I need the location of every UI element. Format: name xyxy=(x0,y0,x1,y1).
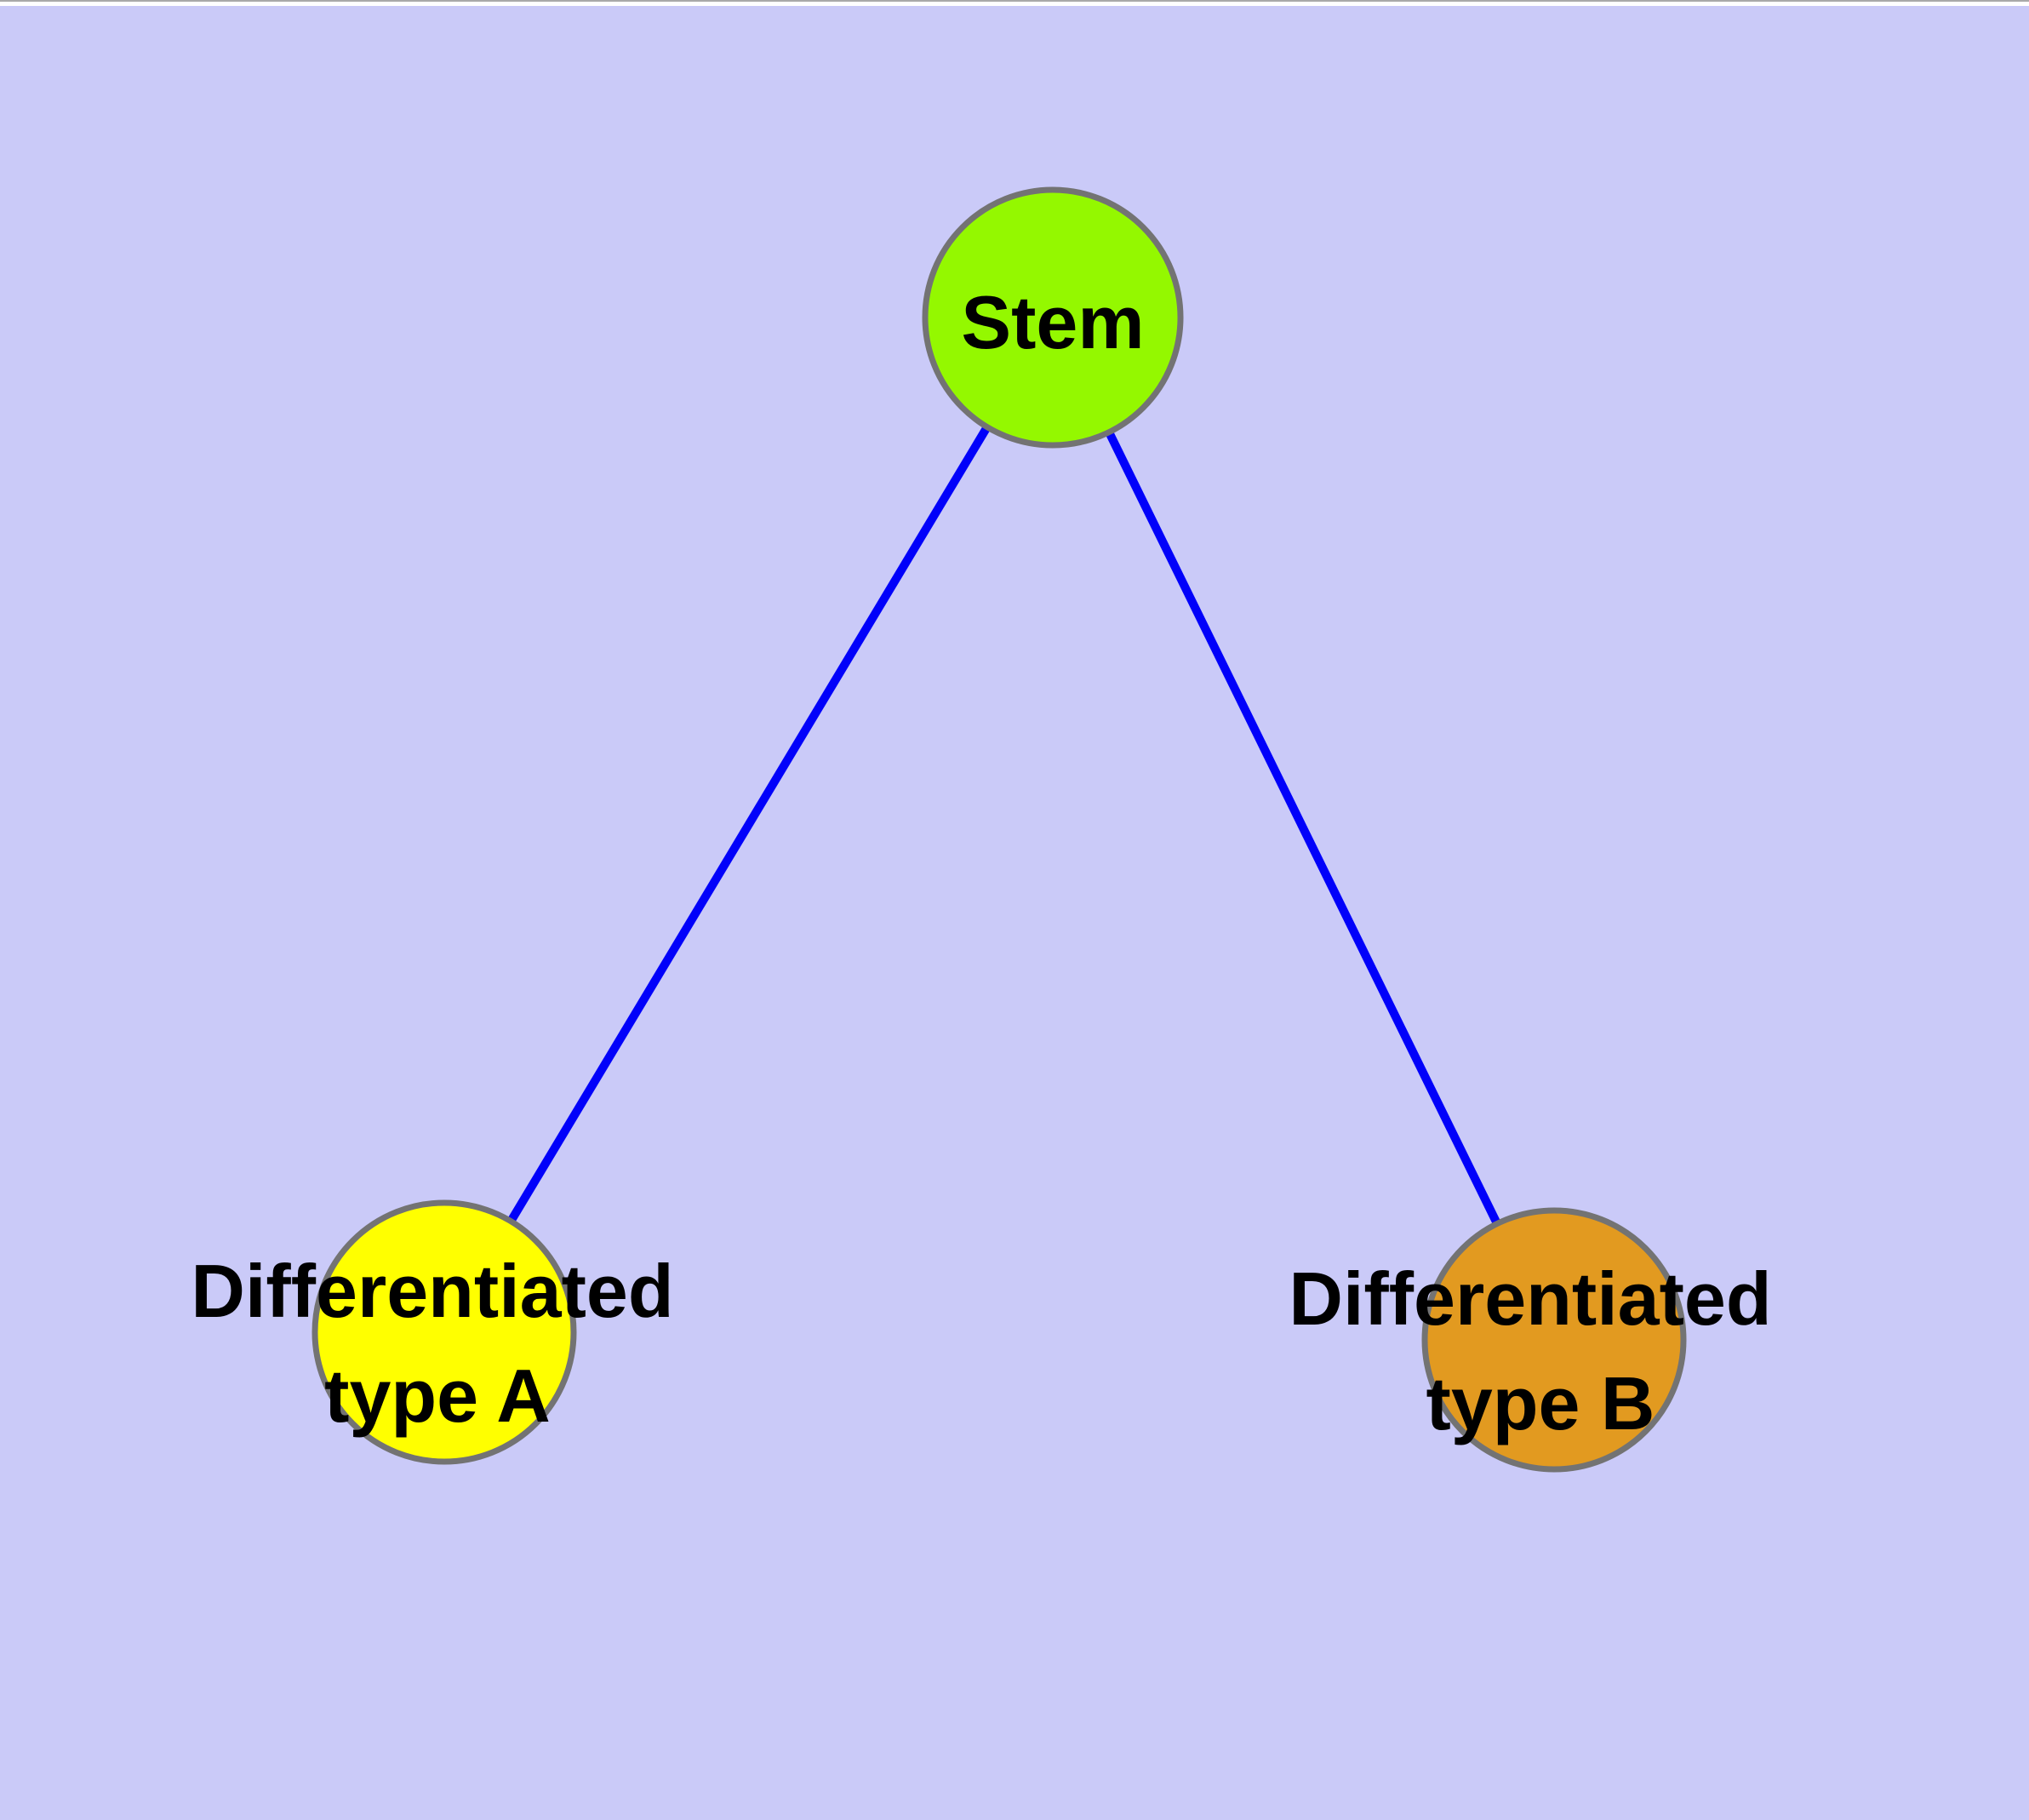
node-type-a-label-line1: Differentiated xyxy=(191,1249,673,1333)
top-strip xyxy=(0,2,2029,6)
edge-stem-to-type-b xyxy=(1049,315,1558,1342)
node-type-b-label-line1: Differentiated xyxy=(1289,1256,1771,1341)
node-type-a-label-line2: type A xyxy=(324,1354,551,1438)
node-stem[interactable] xyxy=(922,186,1184,449)
edge-stem-to-type-a xyxy=(440,315,1057,1335)
node-stem-label: Stem xyxy=(961,280,1144,364)
node-differentiated-type-a[interactable] xyxy=(311,1199,577,1465)
node-type-b-label-line2: type B xyxy=(1426,1361,1655,1445)
top-edge-line xyxy=(0,0,2029,2)
node-differentiated-type-b[interactable] xyxy=(1421,1207,1687,1473)
